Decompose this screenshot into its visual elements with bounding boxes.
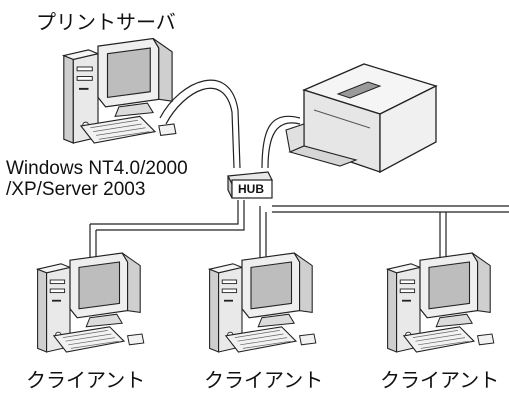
client-computer-icon <box>387 252 495 353</box>
printer-icon <box>285 63 438 174</box>
print-server-label: プリントサーバ <box>36 10 176 34</box>
server-os-line2: /XP/Server 2003 <box>6 179 146 200</box>
client-label: クライアント <box>26 368 146 392</box>
hub-icon <box>227 171 273 199</box>
network-cable <box>89 79 509 262</box>
hub-label: HUB <box>238 182 264 196</box>
client-computer-icon <box>209 252 317 353</box>
client-computer-icon <box>37 252 145 353</box>
client-label: クライアント <box>380 368 500 392</box>
print-server-computer-icon <box>63 37 177 144</box>
client-label: クライアント <box>204 368 324 392</box>
server-os-line1: Windows NT4.0/2000 <box>6 158 188 179</box>
